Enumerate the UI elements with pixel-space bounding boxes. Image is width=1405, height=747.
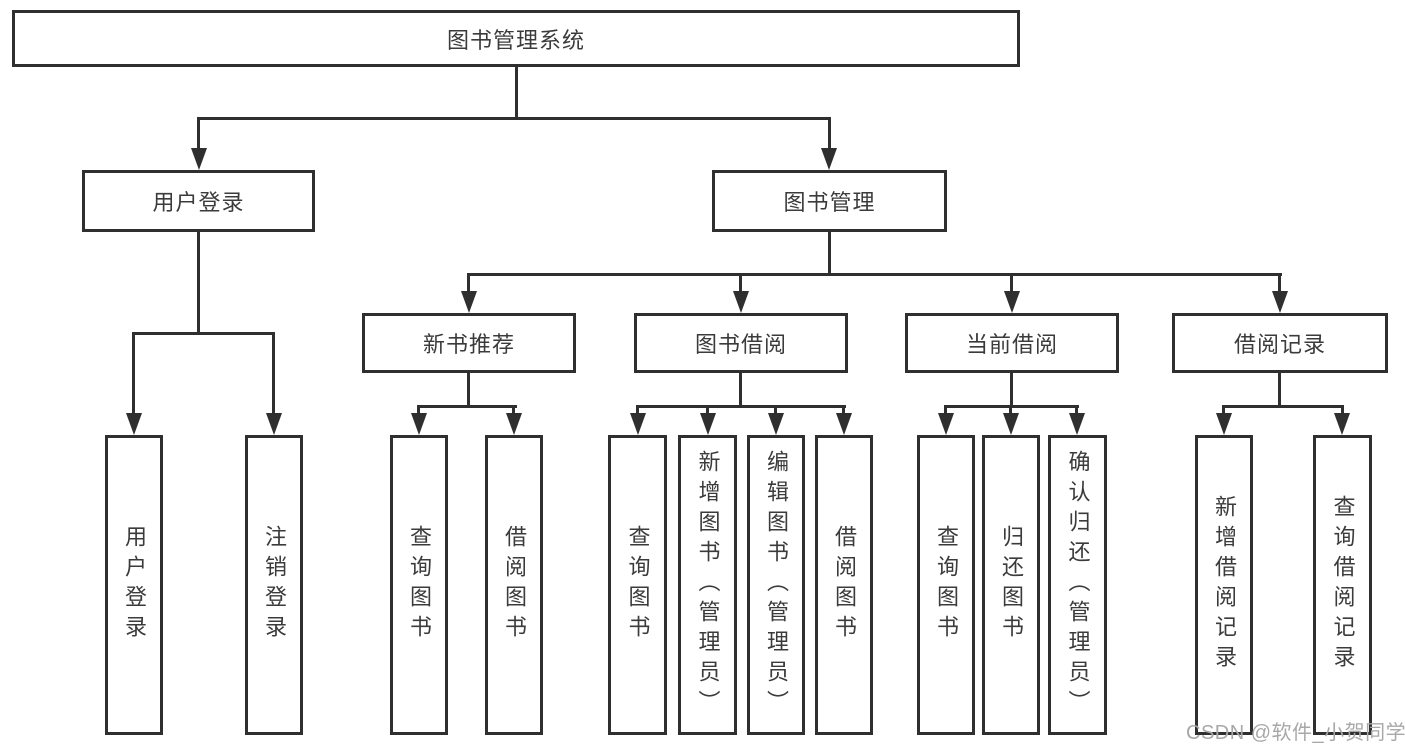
connector-line — [739, 373, 742, 408]
leaf-query-borrow-record: 查询借阅记录 — [1313, 435, 1372, 735]
leaf-edit-book-admin: 编辑图书（管理员） — [747, 435, 805, 735]
node-book-management: 图书管理 — [712, 170, 947, 232]
connector-line — [132, 332, 275, 335]
arrow-down-icon — [630, 413, 646, 435]
node-root: 图书管理系统 — [12, 10, 1020, 67]
connector-line — [467, 273, 1282, 276]
leaf-borrow-books: 借阅图书 — [815, 435, 873, 735]
arrow-down-icon — [938, 413, 954, 435]
connector-line — [636, 405, 846, 408]
connector-line — [739, 273, 742, 295]
leaf-user-login: 用户登录 — [105, 435, 163, 735]
connector-line — [774, 405, 777, 417]
arrow-down-icon — [266, 413, 282, 435]
leaf-logout: 注销登录 — [245, 435, 303, 735]
connector-line — [706, 405, 709, 417]
leaf-query-books-borrow: 查询图书 — [608, 435, 667, 735]
arrow-down-icon — [191, 148, 207, 170]
connector-line — [197, 117, 200, 151]
arrow-down-icon — [1334, 413, 1350, 435]
connector-line — [467, 273, 470, 295]
leaf-add-borrow-record: 新增借阅记录 — [1195, 435, 1253, 735]
connector-line — [512, 405, 515, 417]
arrow-down-icon — [411, 413, 427, 435]
node-book-borrow: 图书借阅 — [634, 313, 848, 373]
arrow-down-icon — [1216, 413, 1232, 435]
arrow-down-icon — [768, 413, 784, 435]
connector-line — [197, 117, 831, 120]
arrow-down-icon — [1272, 291, 1288, 313]
leaf-query-books-current: 查询图书 — [917, 435, 975, 735]
arrow-down-icon — [821, 148, 837, 170]
arrow-down-icon — [461, 291, 477, 313]
node-current-borrow: 当前借阅 — [905, 313, 1119, 373]
connector-line — [515, 67, 518, 118]
connector-line — [1222, 405, 1344, 408]
node-user-login: 用户登录 — [82, 170, 315, 232]
leaf-query-books-recommend: 查询图书 — [390, 435, 448, 735]
connector-line — [1278, 273, 1281, 295]
connector-line — [636, 405, 639, 417]
connector-line — [1010, 373, 1013, 408]
leaf-confirm-return-admin: 确认归还（管理员） — [1048, 435, 1107, 735]
connector-line — [1222, 405, 1225, 417]
connector-line — [467, 373, 470, 408]
arrow-down-icon — [1069, 413, 1085, 435]
connector-line — [197, 232, 200, 335]
connector-line — [944, 405, 947, 417]
node-new-book-recommend: 新书推荐 — [362, 313, 576, 373]
arrow-down-icon — [700, 413, 716, 435]
connector-line — [1010, 273, 1013, 295]
connector-line — [842, 405, 845, 417]
watermark: CSDN @软件_小贺同学 — [1186, 722, 1405, 744]
connector-line — [1341, 405, 1344, 417]
leaf-borrow-books-recommend: 借阅图书 — [485, 435, 543, 735]
connector-line — [828, 232, 831, 276]
arrow-down-icon — [1004, 291, 1020, 313]
connector-line — [417, 405, 517, 408]
leaf-return-books: 归还图书 — [982, 435, 1040, 735]
node-borrow-records: 借阅记录 — [1172, 313, 1388, 373]
arrow-down-icon — [1003, 413, 1019, 435]
connector-line — [1075, 405, 1078, 417]
connector-line — [132, 332, 135, 415]
leaf-add-book-admin: 新增图书（管理员） — [678, 435, 737, 735]
arrow-down-icon — [506, 413, 522, 435]
connector-line — [272, 332, 275, 415]
connector-line — [417, 405, 420, 417]
connector-line — [1278, 373, 1281, 408]
arrow-down-icon — [126, 413, 142, 435]
connector-line — [828, 117, 831, 151]
arrow-down-icon — [733, 291, 749, 313]
arrow-down-icon — [836, 413, 852, 435]
connector-line — [1009, 405, 1012, 417]
